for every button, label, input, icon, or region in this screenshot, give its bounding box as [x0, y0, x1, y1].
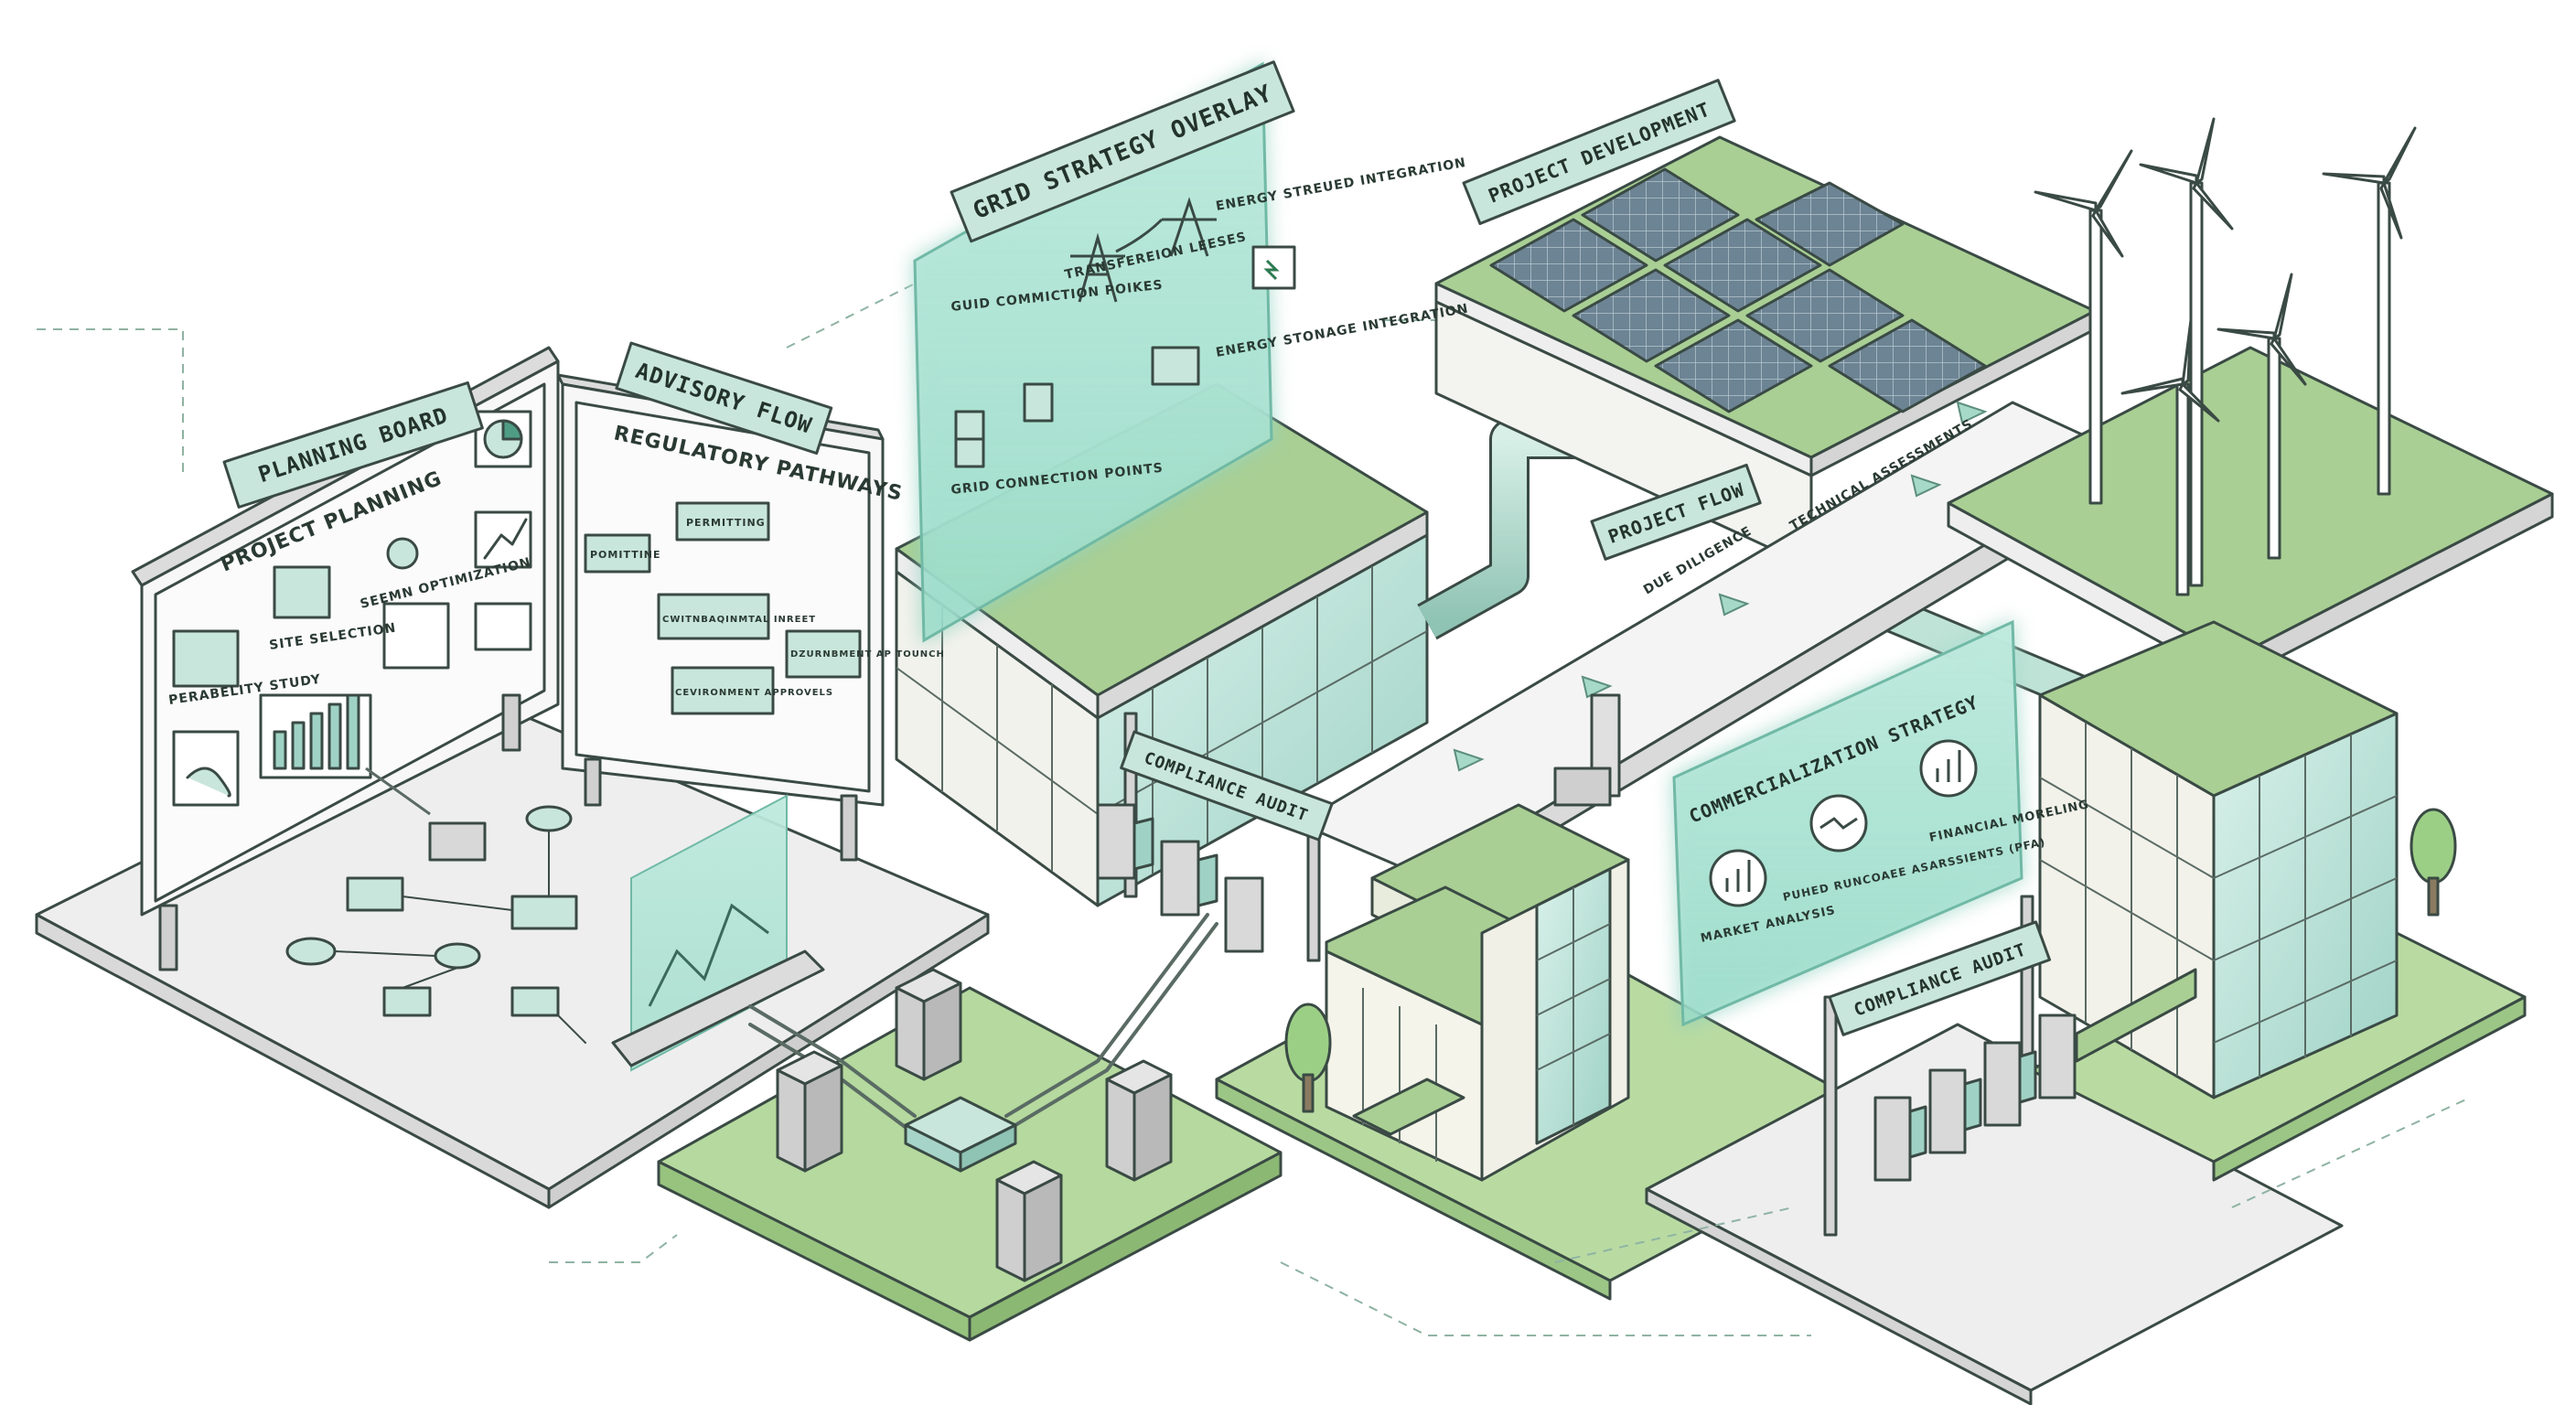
advisory-item: CEVIRONMENT APPROVELS — [675, 688, 833, 698]
flow-node — [285, 937, 337, 966]
wind-turbines — [2034, 117, 2417, 596]
flow-node — [382, 986, 432, 1017]
connector-line — [37, 328, 184, 476]
flow-node — [346, 876, 404, 912]
advisory-box — [675, 501, 770, 542]
turnstile — [1983, 1041, 2022, 1127]
connector-line — [2231, 1097, 2471, 1208]
turnstile — [1873, 1096, 1912, 1182]
advisory-item: POMITTINE — [590, 549, 661, 561]
flow-arrow — [1718, 593, 1750, 617]
server-hub — [748, 913, 1218, 1282]
connector-line — [786, 283, 916, 349]
gear-icon — [386, 537, 419, 570]
connector-line — [1280, 1261, 1811, 1336]
flow-node — [525, 805, 573, 832]
right-green-platform-edge — [2212, 995, 2527, 1182]
feasibility-widget — [172, 629, 240, 688]
turnstile — [1096, 803, 1136, 880]
flow-arrow — [1453, 748, 1485, 772]
advisory-box — [671, 666, 775, 715]
office-platform-edge — [1215, 1078, 1612, 1301]
solar-platform — [1434, 135, 2097, 569]
left-compliance-gate — [1096, 712, 1321, 962]
advisory-item: CWITNBAQINMTAL INREET — [662, 615, 816, 625]
server-rack — [995, 1160, 1063, 1282]
tree-icon — [1284, 1003, 1332, 1083]
transmission-tower-icon — [1070, 197, 1217, 303]
turnstile — [1224, 876, 1264, 953]
office-building — [1284, 803, 1630, 1182]
flow-node — [510, 895, 578, 930]
tree-icon — [2410, 808, 2457, 885]
turnstile — [1928, 1068, 1967, 1154]
server-rack — [1105, 1059, 1173, 1182]
server-platform-edge2 — [968, 1151, 1283, 1342]
site-selection-widget — [273, 565, 331, 619]
advisory-item: PERMITTING — [686, 517, 766, 529]
advisory-box — [657, 593, 770, 640]
solar-panels — [1489, 167, 1987, 413]
hologram-chart — [611, 794, 825, 1072]
ground-flowchart — [285, 805, 586, 1044]
battery-icon — [1151, 346, 1200, 386]
server-rack — [895, 968, 962, 1081]
flow-arrow — [1581, 675, 1613, 699]
advisory-box — [584, 533, 651, 574]
left-platform-edge-right — [547, 913, 990, 1209]
flow-node — [434, 942, 481, 970]
wind-platform — [1947, 117, 2554, 683]
grid-building — [895, 382, 1429, 907]
commercialization-panel — [1672, 619, 2023, 1027]
advisory-box — [785, 629, 862, 679]
gate-platform-edge — [1645, 1187, 2033, 1405]
trend-line-icon — [483, 518, 528, 560]
flow-node — [510, 986, 560, 1017]
turnstile — [2038, 1014, 2077, 1099]
connector-line — [1554, 1207, 1794, 1263]
grid-strategy-overlay — [913, 61, 1296, 643]
turnstile — [1160, 840, 1200, 917]
connector-line — [549, 1234, 678, 1263]
flow-arrow — [1910, 474, 1942, 498]
advisory-item: DZURNBMENT AP TOUNCH — [790, 649, 945, 660]
server-rack — [776, 1050, 843, 1173]
flow-arrow — [1956, 401, 1988, 424]
